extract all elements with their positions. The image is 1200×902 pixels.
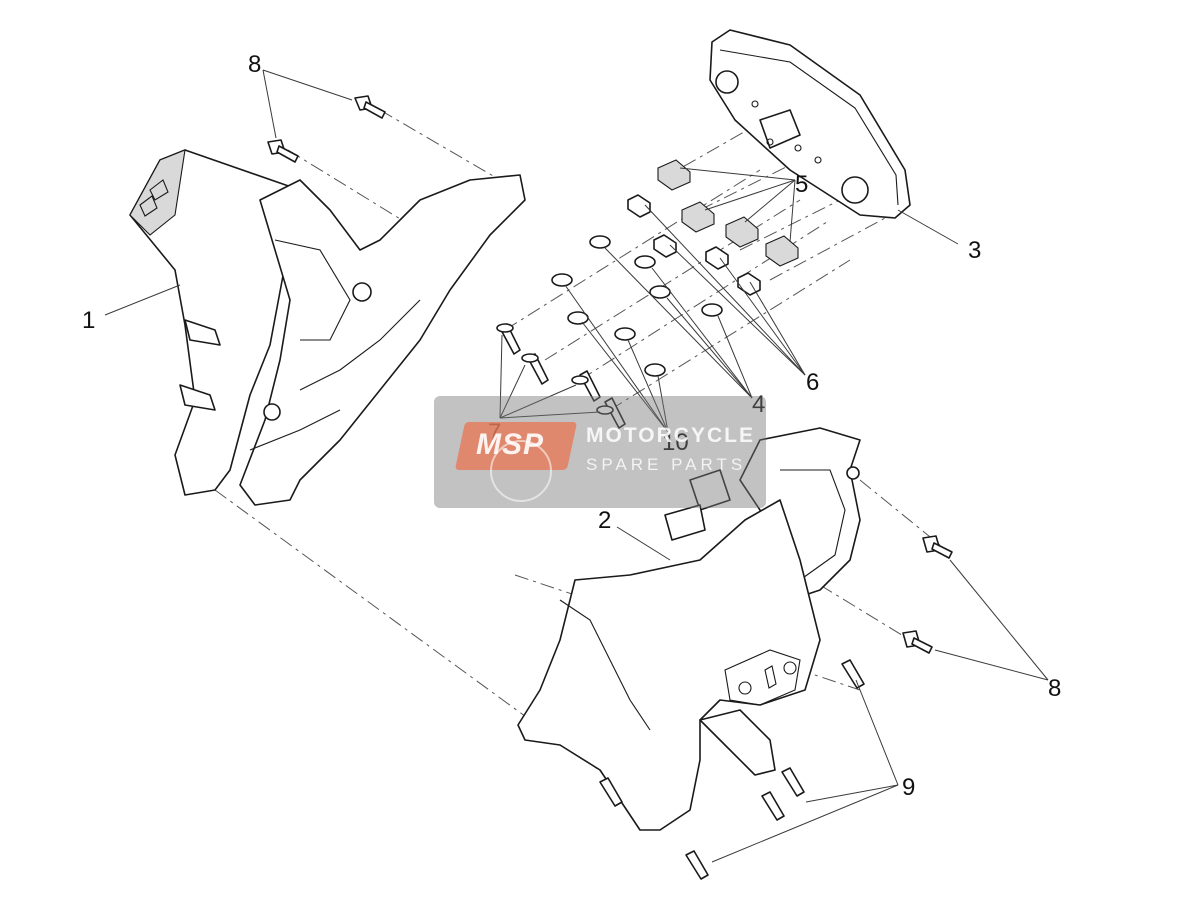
watermark-subtitle: SPARE PARTS xyxy=(586,455,747,474)
part-2-lower-bracket xyxy=(517,427,861,831)
part-1-left-bracket xyxy=(129,149,526,506)
watermark-logo: MSP xyxy=(476,428,545,461)
watermark-title: MOTORCYCLE xyxy=(586,424,755,447)
part-3-dashboard xyxy=(709,29,911,219)
part-9-screws xyxy=(599,659,865,880)
callout-3: 3 xyxy=(968,237,981,264)
callout-8-right: 8 xyxy=(1048,675,1061,702)
bolt-8-lower xyxy=(267,139,299,163)
callout-1: 1 xyxy=(82,307,95,334)
globe-icon xyxy=(490,440,552,502)
callout-4: 4 xyxy=(752,391,765,418)
bolt-8-right-lower xyxy=(902,630,933,654)
leader-lines xyxy=(104,69,1049,863)
part-5-grommets xyxy=(657,159,799,267)
callout-2: 2 xyxy=(598,507,611,534)
callout-6: 6 xyxy=(806,369,819,396)
part-10-washers xyxy=(551,273,666,377)
callout-9: 9 xyxy=(902,774,915,801)
callout-10: 10 xyxy=(662,429,689,456)
bolt-8-upper xyxy=(354,95,386,119)
callout-8-upper: 8 xyxy=(248,51,261,78)
part-7-screws xyxy=(496,323,626,429)
bolt-8-right-upper xyxy=(922,535,953,559)
callout-5: 5 xyxy=(795,171,808,198)
